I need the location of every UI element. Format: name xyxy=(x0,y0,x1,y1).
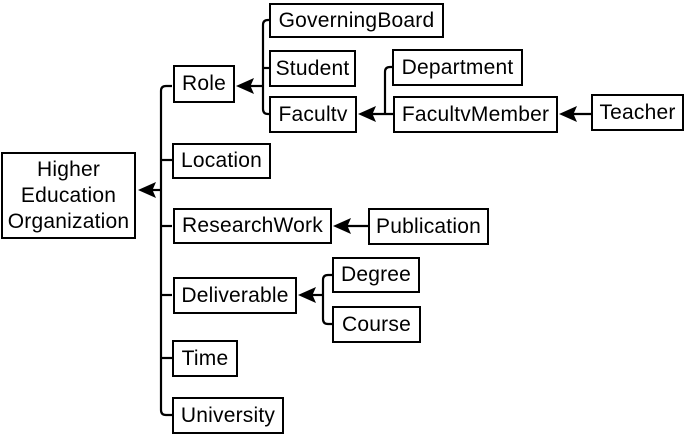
node-researchwork: ResearchWork xyxy=(173,208,332,244)
edge-faculty-children-trunk xyxy=(383,65,392,114)
node-university: University xyxy=(172,397,284,434)
arrowhead-into-heo xyxy=(138,182,156,198)
arrowhead-into-facultymember xyxy=(559,106,577,122)
arrowhead-into-researchwork xyxy=(333,218,351,234)
node-governingboard: GoverningBoard xyxy=(269,3,444,38)
node-deliverable: Deliverable xyxy=(173,277,297,314)
node-degree: Degree xyxy=(332,257,420,293)
node-time: Time xyxy=(172,340,238,377)
edge-deliverable-children-trunk xyxy=(321,273,332,326)
node-student: Student xyxy=(269,50,356,87)
node-location: Location xyxy=(172,143,271,179)
node-higher-education-organization: Higher Education Organization xyxy=(1,152,136,239)
arrowhead-into-faculty xyxy=(358,106,376,122)
node-faculty: Facultv xyxy=(269,96,357,133)
node-publication: Publication xyxy=(368,208,489,245)
edge-main-trunk xyxy=(159,84,172,417)
node-course: Course xyxy=(332,306,421,343)
arrowhead-into-deliverable xyxy=(298,287,316,303)
node-role: Role xyxy=(173,65,235,103)
arrowhead-into-role xyxy=(236,78,254,94)
node-facultymember: FacultvMember xyxy=(393,96,558,133)
node-teacher: Teacher xyxy=(591,94,684,131)
node-department: Department xyxy=(392,49,523,86)
